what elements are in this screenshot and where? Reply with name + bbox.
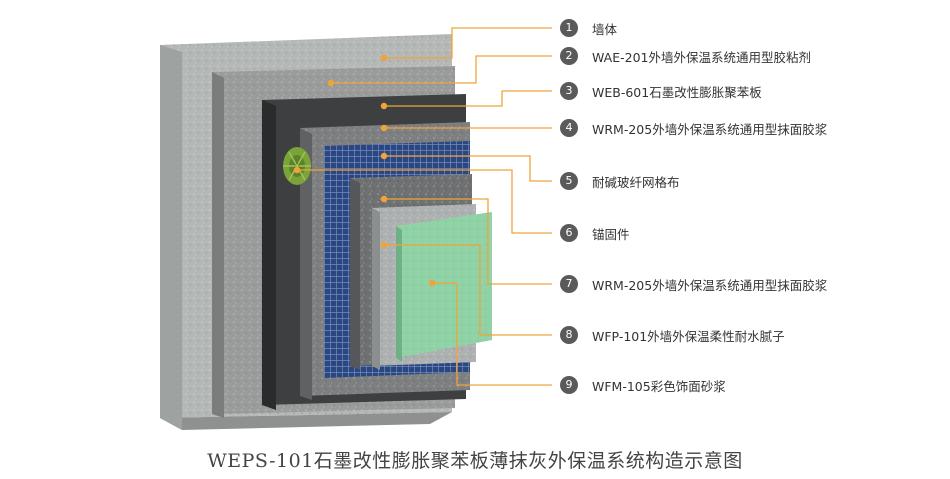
callout-9: 9 WFM-105彩色饰面砂浆 bbox=[560, 374, 726, 396]
callout-label: WRM-205外墙外保温系统通用型抹面胶浆 bbox=[592, 121, 828, 137]
callout-label: 墙体 bbox=[592, 21, 618, 37]
callout-4: 4 WRM-205外墙外保温系统通用型抹面胶浆 bbox=[560, 117, 827, 139]
callout-number-badge: 5 bbox=[560, 172, 578, 190]
callout-number-badge: 3 bbox=[560, 82, 578, 100]
leader-line-2 bbox=[331, 55, 552, 84]
callout-label: 锚固件 bbox=[592, 226, 630, 242]
callout-label: WRM-205外墙外保温系统通用型抹面胶浆 bbox=[592, 277, 828, 293]
callout-number-badge: 1 bbox=[560, 19, 578, 37]
callout-label: WFM-105彩色饰面砂浆 bbox=[592, 378, 726, 394]
callout-label: 耐碱玻纤网格布 bbox=[592, 174, 680, 190]
callout-number-badge: 2 bbox=[560, 47, 578, 65]
callout-3: 3 WEB-601石墨改性膨胀聚苯板 bbox=[560, 80, 762, 102]
callout-number-badge: 9 bbox=[560, 376, 578, 394]
leader-line-6 bbox=[297, 169, 552, 234]
callout-label: WAE-201外墙外保温系统通用型胶粘剂 bbox=[592, 49, 811, 65]
leader-dot-1 bbox=[380, 54, 388, 62]
callout-label: WEB-601石墨改性膨胀聚苯板 bbox=[592, 84, 762, 100]
diagram-caption: WEPS-101石墨改性膨胀聚苯板薄抹灰外保温系统构造示意图 bbox=[207, 450, 743, 472]
leader-markers bbox=[293, 54, 436, 287]
callout-number-badge: 4 bbox=[560, 119, 578, 137]
leader-dot-9 bbox=[428, 279, 436, 287]
leader-dot-5 bbox=[380, 152, 388, 160]
leader-dot-2 bbox=[327, 79, 335, 87]
callout-2: 2 WAE-201外墙外保温系统通用型胶粘剂 bbox=[560, 45, 811, 67]
leader-lines bbox=[297, 27, 552, 386]
callout-label: WFP-101外墙外保温柔性耐水腻子 bbox=[592, 328, 785, 344]
callout-6: 6 锚固件 bbox=[560, 222, 630, 244]
callout-number-badge: 6 bbox=[560, 224, 578, 242]
leader-dot-3 bbox=[380, 102, 388, 110]
leader-line-7 bbox=[384, 198, 552, 285]
leader-line-9 bbox=[432, 282, 552, 386]
callout-7: 7 WRM-205外墙外保温系统通用型抹面胶浆 bbox=[560, 273, 827, 295]
leader-dot-8 bbox=[380, 241, 388, 249]
leader-line-5 bbox=[384, 155, 552, 182]
leader-dot-4 bbox=[380, 124, 388, 132]
callout-1: 1 墙体 bbox=[560, 17, 617, 39]
callout-5: 5 耐碱玻纤网格布 bbox=[560, 170, 680, 192]
anchor-icon bbox=[283, 147, 311, 185]
leader-dot-6 bbox=[293, 166, 301, 174]
leader-line-1 bbox=[384, 27, 552, 59]
leader-line-3 bbox=[384, 90, 552, 107]
callout-8: 8 WFP-101外墙外保温柔性耐水腻子 bbox=[560, 324, 785, 346]
leader-dot-7 bbox=[380, 195, 388, 203]
leader-line-8 bbox=[384, 244, 552, 336]
callout-number-badge: 7 bbox=[560, 275, 578, 293]
callout-number-badge: 8 bbox=[560, 326, 578, 344]
finish-layer bbox=[396, 212, 492, 362]
